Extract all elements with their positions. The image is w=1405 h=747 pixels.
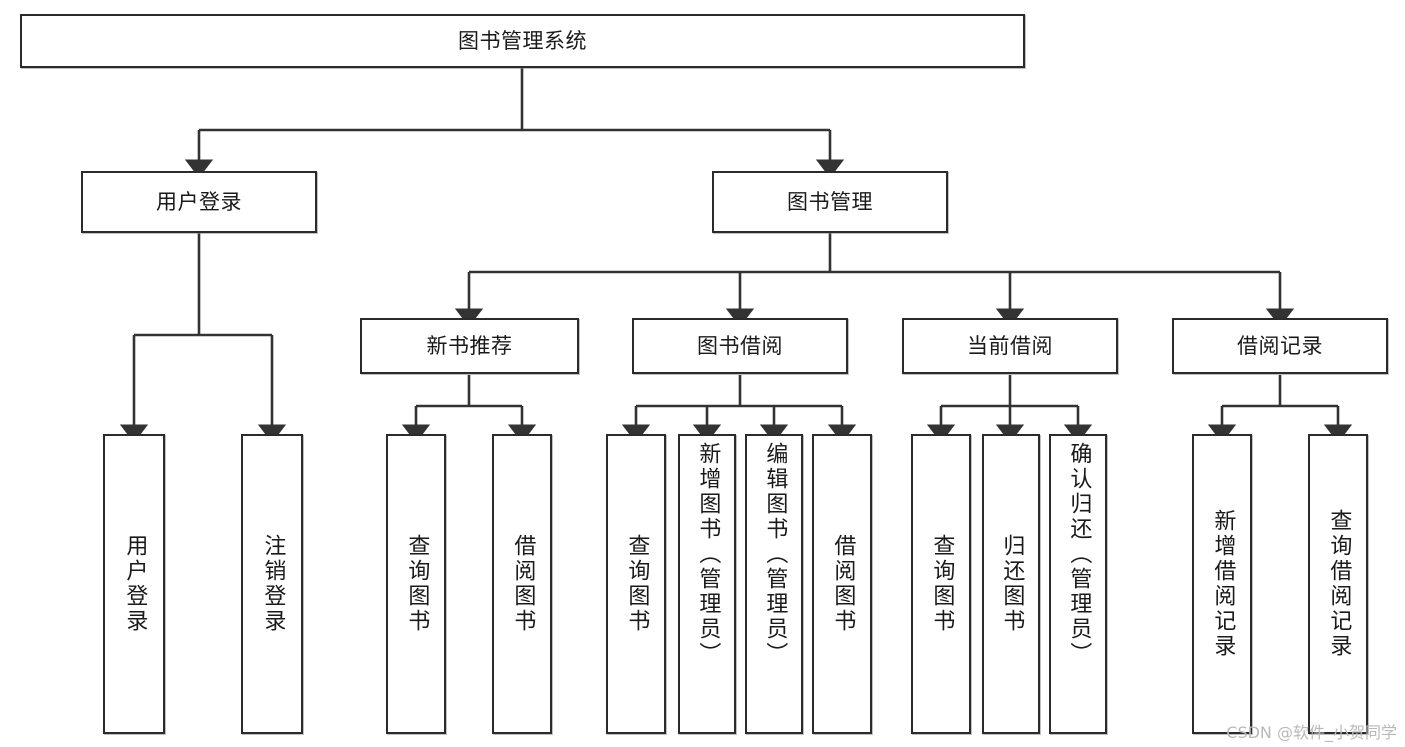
leaf-query-borrow-record[interactable]: 查询借阅记录 <box>1308 434 1368 734</box>
node-book-borrow-label: 图书借阅 <box>697 333 783 358</box>
node-current-borrow[interactable]: 当前借阅 <box>902 318 1118 374</box>
leaf-query-borrow-record-label: 查询借阅记录 <box>1326 509 1352 659</box>
leaf-user-login[interactable]: 用户登录 <box>103 434 165 734</box>
leaf-edit-book-admin[interactable]: 编辑图书（管理员） <box>745 434 803 734</box>
leaf-user-logout-label: 注销登录 <box>260 534 286 634</box>
node-new-book-recommend-label: 新书推荐 <box>426 333 513 358</box>
node-borrow-record-label: 借阅记录 <box>1237 333 1323 358</box>
leaf-confirm-return-admin-label: 确认归还（管理员） <box>1066 442 1092 667</box>
leaf-borrow-book-borrow[interactable]: 借阅图书 <box>812 434 872 734</box>
leaf-add-borrow-record[interactable]: 新增借阅记录 <box>1192 434 1252 734</box>
node-user-login-label: 用户登录 <box>156 189 242 214</box>
leaf-query-book-newbook-label: 查询图书 <box>404 534 430 634</box>
node-book-management-label: 图书管理 <box>787 189 873 214</box>
node-new-book-recommend[interactable]: 新书推荐 <box>360 318 579 374</box>
node-borrow-record[interactable]: 借阅记录 <box>1172 318 1388 374</box>
leaf-borrow-book-newbook[interactable]: 借阅图书 <box>492 434 552 734</box>
node-book-management[interactable]: 图书管理 <box>712 171 948 233</box>
leaf-query-book-current[interactable]: 查询图书 <box>911 434 971 734</box>
leaf-add-book-admin[interactable]: 新增图书（管理员） <box>678 434 736 734</box>
leaf-user-logout[interactable]: 注销登录 <box>241 434 303 734</box>
leaf-query-book-borrow-label: 查询图书 <box>624 534 650 634</box>
leaf-edit-book-admin-label: 编辑图书（管理员） <box>762 442 788 667</box>
leaf-return-book[interactable]: 归还图书 <box>982 434 1040 734</box>
node-book-borrow[interactable]: 图书借阅 <box>632 318 848 374</box>
node-user-login[interactable]: 用户登录 <box>81 171 317 233</box>
leaf-return-book-label: 归还图书 <box>999 534 1025 634</box>
leaf-user-login-label: 用户登录 <box>122 534 148 634</box>
leaf-borrow-book-newbook-label: 借阅图书 <box>510 534 536 634</box>
leaf-query-book-newbook[interactable]: 查询图书 <box>386 434 446 734</box>
leaf-add-book-admin-label: 新增图书（管理员） <box>695 442 721 667</box>
node-current-borrow-label: 当前借阅 <box>967 333 1053 358</box>
node-root-label: 图书管理系统 <box>458 28 587 53</box>
leaf-confirm-return-admin[interactable]: 确认归还（管理员） <box>1049 434 1107 734</box>
leaf-query-book-current-label: 查询图书 <box>929 534 955 634</box>
node-root[interactable]: 图书管理系统 <box>20 14 1025 68</box>
leaf-query-book-borrow[interactable]: 查询图书 <box>606 434 666 734</box>
leaf-borrow-book-borrow-label: 借阅图书 <box>830 534 856 634</box>
leaf-add-borrow-record-label: 新增借阅记录 <box>1210 509 1236 659</box>
